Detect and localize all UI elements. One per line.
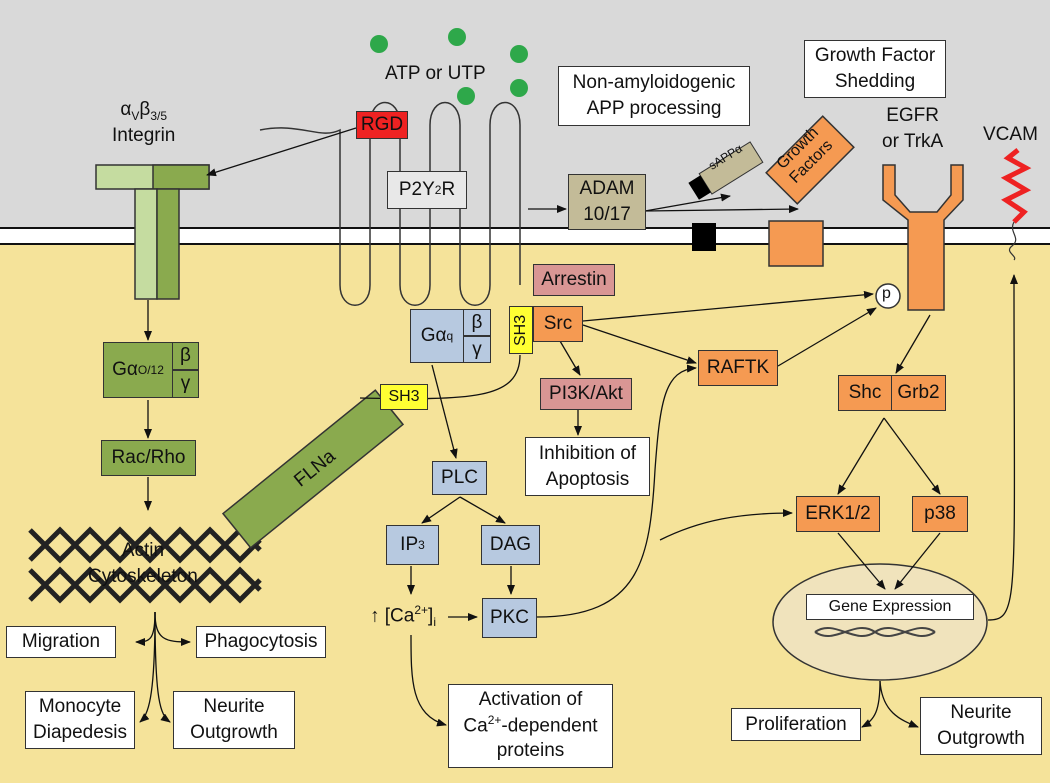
- inhibition-box: Inhibition of Apoptosis: [525, 437, 650, 496]
- vcam-shape: [1000, 148, 1032, 224]
- neurite-outgrowth-box-2: Neurite Outgrowth: [920, 697, 1042, 755]
- gamma-box-2: γ: [172, 370, 199, 398]
- src-box: Src: [533, 306, 583, 342]
- shc-box: Shc: [838, 375, 892, 411]
- sapp-fragment: [688, 141, 764, 200]
- nucleotide-label: ATP or UTP: [385, 63, 486, 84]
- actin-label: Actin Cytoskeleton: [88, 540, 198, 587]
- nucleotide-dots: [370, 28, 528, 105]
- activation-box: Activation of Ca2+-dependent proteins: [448, 684, 613, 768]
- sh3-src-box: SH3: [509, 306, 533, 354]
- rgd-box: RGD: [356, 111, 408, 139]
- rac-rho-box: Rac/Rho: [101, 440, 196, 476]
- plc-box: PLC: [432, 461, 487, 495]
- arrestin-box: Arrestin: [533, 264, 615, 296]
- dag-box: DAG: [481, 525, 540, 565]
- beta-box-1: β: [463, 309, 491, 336]
- dna-helix: [814, 626, 936, 638]
- growth-factor-stub: [768, 220, 824, 267]
- nucleus: [772, 563, 988, 681]
- growth-factors-shape: [765, 115, 855, 205]
- actin-lattice: [28, 526, 262, 604]
- grb2-box: Grb2: [891, 375, 946, 411]
- beta-box-2: β: [172, 342, 199, 370]
- non-amyloid-box: Non-amyloidogenic APP processing: [558, 66, 750, 126]
- gamma-box-1: γ: [463, 336, 491, 363]
- gf-shedding-box: Growth Factor Shedding: [804, 40, 946, 98]
- calcium-label: ↑ [Ca2+]i: [370, 603, 436, 630]
- phagocytosis-box: Phagocytosis: [196, 626, 326, 658]
- p-label: p: [882, 285, 891, 302]
- egfr-label: EGFR or TrkA: [882, 105, 944, 152]
- phospho-circle: [875, 283, 901, 309]
- adam-box: ADAM 10/17: [568, 174, 646, 230]
- neurite-outgrowth-box-1: Neurite Outgrowth: [173, 691, 295, 749]
- monocyte-box: Monocyte Diapedesis: [25, 691, 135, 749]
- sh3-flna-box: SH3: [380, 384, 428, 410]
- erk-box: ERK1/2: [796, 496, 880, 532]
- p38-box: p38: [912, 496, 968, 532]
- pi3k-box: PI3K/Akt: [540, 378, 632, 410]
- proliferation-box: Proliferation: [731, 708, 861, 741]
- egfr-receptor-shape: [882, 164, 964, 311]
- gene-expression-box: Gene Expression: [806, 594, 974, 620]
- integrin-label: αVβ3/5 Integrin: [112, 99, 176, 147]
- app-stub: [692, 223, 716, 251]
- integrin-receptor-shape: [95, 164, 210, 300]
- raftk-box: RAFTK: [698, 350, 778, 386]
- arrows: [135, 127, 1019, 728]
- pkc-box: PKC: [482, 598, 537, 638]
- vcam-label: VCAM: [983, 124, 1038, 145]
- p2y2r-receptor-path: [259, 101, 521, 306]
- migration-box: Migration: [6, 626, 116, 658]
